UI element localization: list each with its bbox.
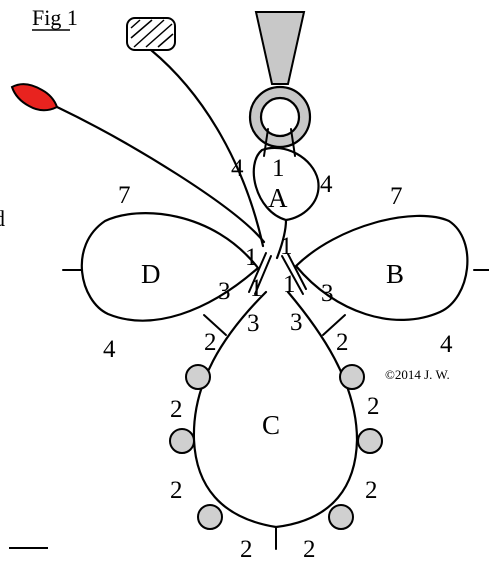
count-c-left-3: 3 — [247, 310, 260, 337]
count-b-3: 3 — [321, 280, 334, 307]
ring-a-stem — [275, 218, 288, 260]
hook-triangle — [254, 11, 306, 85]
shuttle-thread — [55, 105, 266, 244]
ring-a-connector-2 — [290, 128, 296, 157]
count-c-bottom-right-2: 2 — [303, 536, 316, 561]
copyright-text: ©2014 J. W. — [385, 367, 450, 382]
count-center-1d: 1 — [283, 271, 296, 298]
figure-label: Fig 1 — [32, 5, 78, 30]
count-d-bottom-4: 4 — [103, 336, 116, 363]
ring-b-outline — [294, 214, 469, 321]
b-c-connector — [322, 314, 346, 336]
count-c-left2-2: 2 — [170, 396, 183, 423]
ring-c-label: C — [262, 410, 280, 440]
count-c-left3-2: 2 — [170, 477, 183, 504]
count-b-top-7: 7 — [390, 183, 403, 210]
bead-c-left-3 — [197, 504, 223, 530]
bead-c-right-3 — [328, 504, 354, 530]
count-d-top-7: 7 — [118, 182, 131, 209]
ball-thread-icon — [126, 17, 176, 51]
count-c-right3-2: 2 — [365, 477, 378, 504]
top-ring-hole — [259, 96, 301, 138]
count-d-3: 3 — [218, 278, 231, 305]
count-center-1c: 1 — [250, 275, 263, 302]
count-a-right-4: 4 — [320, 171, 333, 198]
bead-c-right-1 — [339, 364, 365, 390]
ring-a-outline — [252, 146, 320, 222]
ball-thread — [149, 48, 265, 248]
center-cross-3 — [281, 255, 304, 295]
center-cross-2 — [254, 255, 272, 295]
ring-d-outline — [80, 212, 260, 322]
bead-c-left-1 — [185, 364, 211, 390]
ring-a-label: A — [268, 183, 288, 213]
center-cross-1 — [248, 252, 267, 293]
bead-c-left-2 — [169, 428, 195, 454]
count-center-1a: 1 — [280, 233, 293, 260]
ring-b-label: B — [386, 259, 404, 289]
count-c-right1-2: 2 — [336, 329, 349, 356]
count-c-right2-2: 2 — [367, 393, 380, 420]
count-b-bottom-4: 4 — [440, 331, 453, 358]
count-c-left1-2: 2 — [204, 329, 217, 356]
ring-d-label: D — [141, 259, 161, 289]
count-center-1b: 1 — [245, 244, 258, 271]
cut-off-text: d — [0, 206, 5, 231]
bead-c-right-2 — [357, 428, 383, 454]
count-a-top-1: 1 — [272, 155, 285, 182]
count-c-right-3: 3 — [290, 309, 303, 336]
ring-a-connector-1 — [263, 128, 269, 157]
d-c-connector — [203, 314, 227, 336]
count-c-bottom-left-2: 2 — [240, 536, 253, 561]
count-a-left-4: 4 — [231, 155, 244, 182]
center-cross-4 — [287, 253, 307, 290]
shuttle-icon — [10, 83, 59, 112]
